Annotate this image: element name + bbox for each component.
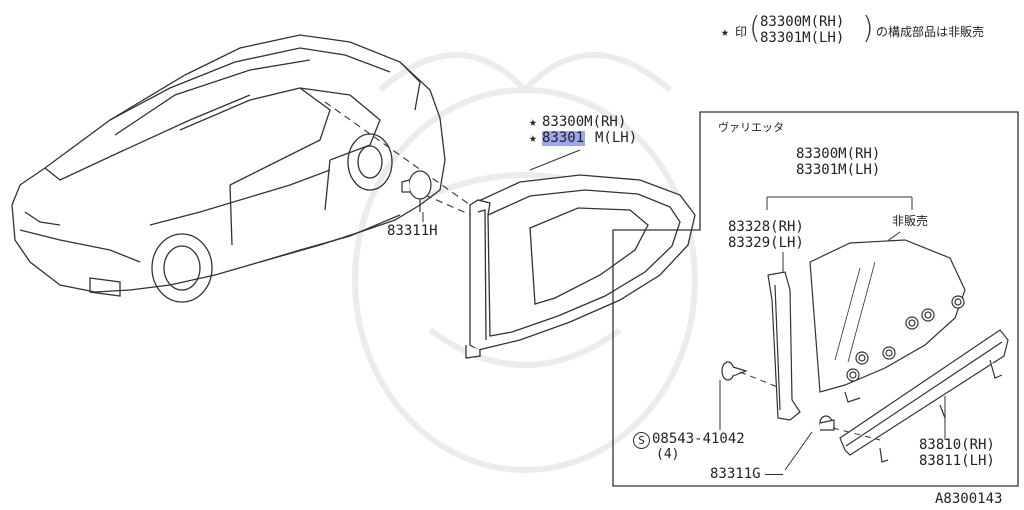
detail-mold-rh: 83810(RH)	[919, 437, 995, 453]
car-illustration	[11, 34, 446, 303]
screw-part	[721, 361, 748, 381]
detail-glass-pane	[809, 239, 966, 403]
assembly-dashes	[739, 371, 881, 441]
note-star: ★	[721, 25, 729, 40]
main-lh-highlighted[interactable]: 83301	[542, 130, 586, 146]
note-mark: 印	[735, 25, 748, 39]
molding-strip	[839, 329, 1009, 463]
clip-h-label: 83311H	[387, 223, 438, 239]
detail-mold-lh: 83811(LH)	[919, 453, 995, 469]
quarter-window-main	[465, 174, 696, 359]
main-lh-star: ★	[529, 131, 537, 146]
detail-box	[612, 111, 1019, 487]
detail-clip-g: 83311G	[710, 466, 761, 482]
detail-assy-lh: 83301M(LH)	[796, 162, 881, 178]
note-close-paren: )	[862, 11, 874, 46]
main-rh-star: ★	[529, 115, 537, 130]
detail-screw-no: 08543-41042	[652, 431, 745, 447]
clip-83311g	[819, 415, 835, 431]
detail-screw-s-circle: S	[633, 432, 650, 449]
note-open-paren: (	[749, 11, 761, 46]
note-line1: 83300M(RH)	[760, 14, 845, 30]
seal-strip	[767, 271, 801, 421]
main-rh-label: 83300M(RH)	[542, 114, 627, 130]
detail-seal-lh: 83329(LH)	[728, 235, 804, 251]
note-suffix: の構成部品は非販売	[876, 25, 985, 39]
diagram-code: A8300143	[935, 491, 1003, 507]
main-glass-leader	[529, 149, 581, 171]
clip-g-leader	[784, 431, 813, 471]
detail-assy-rh: 83300M(RH)	[796, 146, 881, 162]
main-lh-rest: M(LH)	[595, 130, 638, 146]
detail-not-sold: 非販売	[892, 214, 929, 228]
clip-83311h	[401, 170, 432, 212]
detail-seal-rh: 83328(RH)	[728, 219, 804, 235]
note-line2: 83301M(LH)	[760, 30, 845, 46]
leader-lines	[324, 101, 481, 219]
detail-screw-qty: (4)	[656, 447, 680, 462]
clip-g-tick	[765, 474, 783, 475]
detail-title: ヴァリエッタ	[718, 121, 784, 134]
